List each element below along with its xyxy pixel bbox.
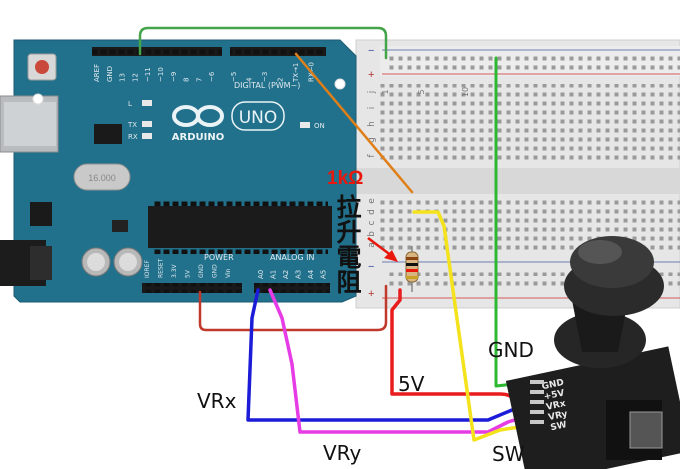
rail-plus-bottom: + <box>368 288 374 300</box>
wire-pin2-orange <box>294 52 414 194</box>
top-pin-label: 12 <box>131 73 139 82</box>
row-letters: j i h g f edc ba <box>367 91 377 248</box>
top-pin-label: ~9 <box>170 72 178 82</box>
led-label-l: L <box>128 100 132 108</box>
status-leds: L TX RX ON <box>127 100 325 141</box>
top-pin-label: ~3 <box>261 72 269 82</box>
power-header-label: POWER <box>204 253 234 262</box>
top-pin-label: GND <box>106 66 114 82</box>
joystick-pin-label: VRy <box>547 409 568 423</box>
on-label: ON <box>314 122 325 130</box>
led-label-tx: TX <box>127 121 137 129</box>
row-letter: g <box>367 137 377 143</box>
resistor-desc-char-2: 升 <box>336 218 362 247</box>
joystick-button <box>629 411 663 449</box>
column-number: 1 <box>381 89 390 94</box>
resistor-desc-char-3: 電 <box>336 243 362 272</box>
analog-pin-label: A4 <box>307 269 315 279</box>
joystick-pin-label: VRx <box>545 399 567 413</box>
rail-minus-top: − <box>368 45 374 57</box>
analog-pin-labels: A0 A1 A2 A3 A4 A5 <box>257 269 328 279</box>
joystick-pin-label: +5V <box>543 388 565 402</box>
joystick-header-pins <box>530 380 544 424</box>
sw-wire-label: SW <box>492 442 525 466</box>
analog-pin-label: A3 <box>295 270 303 279</box>
wire-sw <box>412 210 534 442</box>
resistor-desc-char-4: 阻 <box>336 268 362 297</box>
analog-pin-label: A1 <box>270 270 278 279</box>
crystal <box>73 163 131 191</box>
joystick-pin-label: SW <box>550 420 568 433</box>
gnd-wire-label: GND <box>488 338 534 362</box>
wire-gnd-top <box>138 26 388 60</box>
vcc-wire-label: 5V <box>398 372 425 396</box>
power-pin-label: GND <box>198 264 205 278</box>
led-label-rx: RX <box>128 133 138 141</box>
digital-header-label: DIGITAL (PWM~) <box>234 81 300 90</box>
top-pin-label: 2 <box>277 78 285 82</box>
power-pin-labels: IOREF RESET 3.3V 5V GND GND Vin <box>144 258 232 278</box>
top-pin-label: 8 <box>183 78 191 82</box>
row-letter: c <box>367 220 377 225</box>
top-pin-label: AREF <box>93 64 101 82</box>
row-letter: j <box>367 91 377 95</box>
wire-vry <box>268 288 534 434</box>
row-letter: a <box>367 242 377 248</box>
top-pin-label: TX→1 <box>292 63 300 83</box>
top-pin-label: ~10 <box>157 67 165 82</box>
row-letter: e <box>367 198 377 204</box>
top-pin-label: ~11 <box>144 67 152 82</box>
row-letter: i <box>367 107 377 110</box>
analog-pin-label: A5 <box>320 270 328 279</box>
column-number: 10 <box>461 87 470 97</box>
atmega-chip <box>148 206 332 248</box>
rail-plus-top: + <box>368 69 374 81</box>
top-pin-label: 4 <box>246 77 254 82</box>
crystal-text: 16.000 <box>88 173 116 183</box>
row-letter: f <box>367 154 377 158</box>
resistor-description: 拉 升 電 阻 <box>334 195 364 295</box>
top-pin-label: ~6 <box>208 71 216 82</box>
row-letter: d <box>367 209 377 215</box>
top-pin-label: ~5 <box>230 72 238 82</box>
rail-minus-bottom: − <box>368 261 374 273</box>
power-pin-label: 3.3V <box>171 263 178 278</box>
power-pin-label: Vin <box>225 268 232 278</box>
resistor-arrow <box>367 237 393 257</box>
joystick-pin-label: GND <box>541 378 565 392</box>
vry-wire-label: VRy <box>323 441 362 465</box>
power-pin-label: GND <box>212 264 219 278</box>
analog-pin-label: A0 <box>257 270 265 279</box>
wire-5v-loop <box>198 284 388 332</box>
column-number: 5 <box>417 89 426 94</box>
arduino-logo: ARDUINO UNO <box>172 101 285 143</box>
power-pin-label: RESET <box>158 258 165 278</box>
power-pin-label: IOREF <box>144 260 151 278</box>
analog-pin-label: A2 <box>282 270 290 279</box>
top-pin-label: 13 <box>119 73 127 82</box>
pullup-resistor <box>367 237 419 292</box>
resistor-value-label: 1kΩ <box>327 168 364 189</box>
analog-header-label: ANALOG IN <box>270 253 315 262</box>
top-pin-label: 7 <box>195 78 203 82</box>
resistor-desc-char-1: 拉 <box>336 193 362 222</box>
arduino-logo-text: ARDUINO <box>172 132 224 143</box>
row-letter: h <box>367 121 377 127</box>
vrx-wire-label: VRx <box>197 389 237 413</box>
power-pin-label: 5V <box>185 269 192 278</box>
row-letter: b <box>367 231 377 237</box>
uno-text: UNO <box>239 108 278 128</box>
